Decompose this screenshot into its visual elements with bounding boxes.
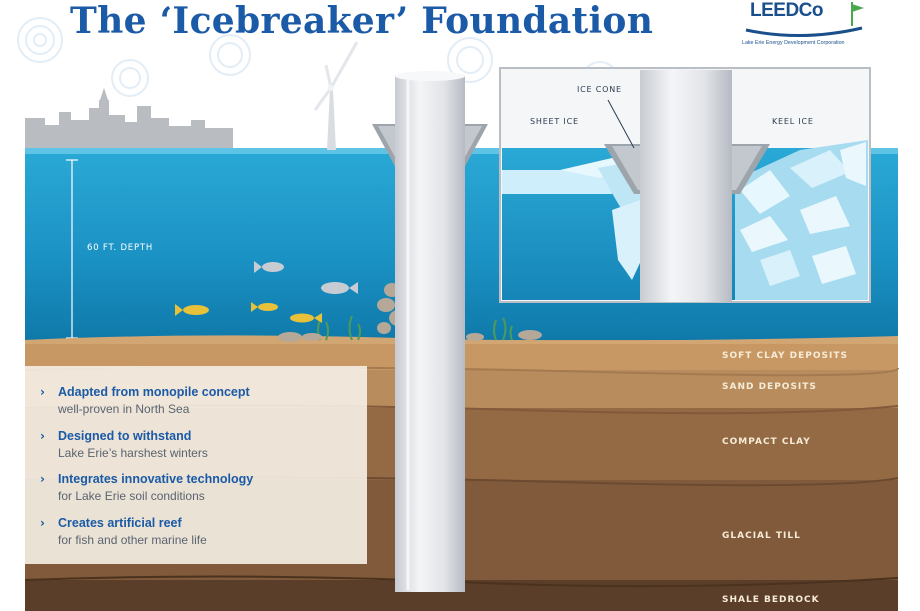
chevron-right-icon: › xyxy=(40,429,45,443)
feature-detail: well-proven in North Sea xyxy=(58,402,190,416)
layer-label-sand: SAND DEPOSITS xyxy=(722,382,817,392)
city-skyline-icon xyxy=(25,88,233,148)
features-panel xyxy=(25,366,367,564)
leedco-logo: LEEDCo Lake Erie Energy Development Corp… xyxy=(742,0,882,50)
chevron-right-icon: › xyxy=(40,385,45,399)
inset-label-sheet-ice: SHEET ICE xyxy=(530,117,579,126)
chevron-right-icon: › xyxy=(40,516,45,530)
layer-label-glacial-till: GLACIAL TILL xyxy=(722,531,801,541)
inset-label-keel-ice: KEEL ICE xyxy=(772,117,814,126)
logo-subtitle: Lake Erie Energy Development Corporation xyxy=(742,40,845,46)
feature-detail: for fish and other marine life xyxy=(58,533,207,547)
feature-detail: Lake Erie’s harshest winters xyxy=(58,446,208,460)
feature-heading: Adapted from monopile concept xyxy=(58,385,250,399)
feature-heading: Designed to withstand xyxy=(58,429,192,443)
feature-heading: Integrates innovative technology xyxy=(58,472,254,486)
fish-icon xyxy=(175,261,358,323)
layer-label-soft-clay: SOFT CLAY DEPOSITS xyxy=(722,351,848,361)
seaweed xyxy=(317,315,513,341)
feature-heading: Creates artificial reef xyxy=(58,516,182,530)
logo-mark-icon xyxy=(745,2,864,38)
layer-label-compact-clay: COMPACT CLAY xyxy=(722,437,811,447)
feature-detail: for Lake Erie soil conditions xyxy=(58,489,205,503)
wind-turbine-icon xyxy=(313,41,359,150)
logo-wordmark: LEEDCo xyxy=(750,0,824,21)
ice-inset xyxy=(499,67,871,303)
inset-label-ice-cone: ICE CONE xyxy=(577,85,622,94)
monopile xyxy=(372,71,488,592)
artificial-reef xyxy=(278,283,542,342)
chevron-right-icon: › xyxy=(40,472,45,486)
depth-label: 60 FT. DEPTH xyxy=(87,243,154,253)
page-title: The ‘Icebreaker’ Foundation xyxy=(70,0,654,42)
layer-label-shale: SHALE BEDROCK xyxy=(722,595,820,605)
